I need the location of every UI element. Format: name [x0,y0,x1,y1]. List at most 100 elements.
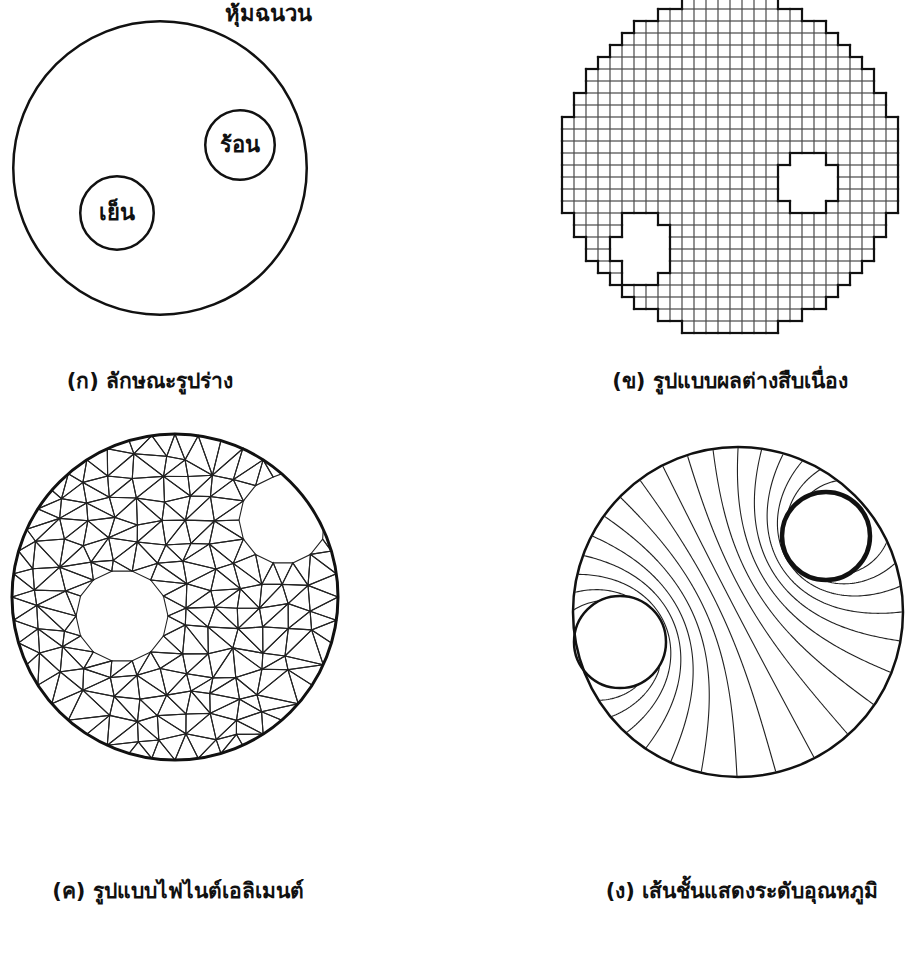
grid-cell [754,309,766,321]
grid-cell [850,261,862,273]
grid-cell [622,105,634,117]
grid-cell [850,81,862,93]
grid-cell [682,285,694,297]
pipe-circle: ร้อน [204,109,276,181]
grid-cell [718,45,730,57]
mesh-element [52,690,83,720]
grid-cell [706,81,718,93]
grid-cell [562,153,574,165]
grid-cell [718,321,730,333]
mesh-element [233,629,263,654]
mesh-element [238,608,263,628]
grid-cell [682,225,694,237]
grid-cell [742,189,754,201]
grid-cell [730,189,742,201]
grid-cell [742,57,754,69]
grid-cell [598,153,610,165]
grid-cell [574,129,586,141]
grid-cell [718,237,730,249]
grid-cell [862,213,874,225]
grid-cell [778,237,790,249]
mesh-element [63,647,94,669]
grid-cell [658,21,670,33]
grid-cell [790,237,802,249]
isotherm-line [737,443,906,679]
mesh-element [33,541,60,569]
stepped-boundary [873,237,875,249]
grid-cell [658,45,670,57]
grid-cell [610,177,622,189]
stepped-boundary [862,260,874,262]
grid-cell [754,141,766,153]
grid-cell [766,141,778,153]
mesh-element [137,716,158,740]
grid-cell [826,57,838,69]
grid-cell [838,105,850,117]
grid-cell [694,309,706,321]
grid-cell [598,93,610,105]
grid-cell [718,165,730,177]
grid-cell [754,237,766,249]
grid-cell [802,273,814,285]
mesh-element [168,608,186,625]
grid-cell [826,249,838,261]
grid-cell [838,153,850,165]
grid-cell [694,189,706,201]
grid-cell [838,93,850,105]
grid-cell [838,141,850,153]
grid-cell [886,201,898,213]
grid-cell [742,321,754,333]
grid-cell [766,237,778,249]
stepped-boundary [669,249,671,261]
mesh-element [214,501,243,521]
grid-cell [718,249,730,261]
grid-cell [670,141,682,153]
mesh-element [83,669,111,691]
grid-cell [730,297,742,309]
mesh-element [60,499,87,519]
grid-cell [610,129,622,141]
mesh-element [187,654,213,678]
grid-cell [682,201,694,213]
panel-caption: (ข) รูปแบบผลต่างสืบเนื่อง [609,369,851,394]
grid-cell [766,249,778,261]
grid-cell [694,0,706,9]
grid-cell [706,285,718,297]
grid-cell [730,141,742,153]
grid-cell [718,285,730,297]
grid-cell [838,129,850,141]
grid-cell [838,237,850,249]
stepped-boundary [658,272,670,274]
grid-cell [598,189,610,201]
grid-cell [874,93,886,105]
grid-cell [718,309,730,321]
grid-cell [754,225,766,237]
grid-cell [778,201,790,213]
grid-cell [790,249,802,261]
grid-cell [610,93,622,105]
stepped-boundary [790,152,802,154]
stepped-boundary [561,129,563,141]
stepped-boundary [777,177,779,189]
stepped-boundary [633,297,635,309]
grid-cell [742,213,754,225]
stepped-boundary [789,201,791,213]
mesh-element [293,554,311,585]
stepped-boundary [561,189,563,201]
mesh-element [107,722,138,746]
grid-cell [778,225,790,237]
stepped-boundary [658,320,670,322]
stepped-boundary [598,56,610,58]
grid-cell [754,249,766,261]
stepped-boundary [826,164,838,166]
grid-cell [730,237,742,249]
circle-outline [13,21,307,315]
grid-cell [886,117,898,129]
grid-cell [778,213,790,225]
mesh-element [233,539,255,563]
grid-cell [694,249,706,261]
grid-cell [718,57,730,69]
grid-cell [598,225,610,237]
grid-cell [814,117,826,129]
